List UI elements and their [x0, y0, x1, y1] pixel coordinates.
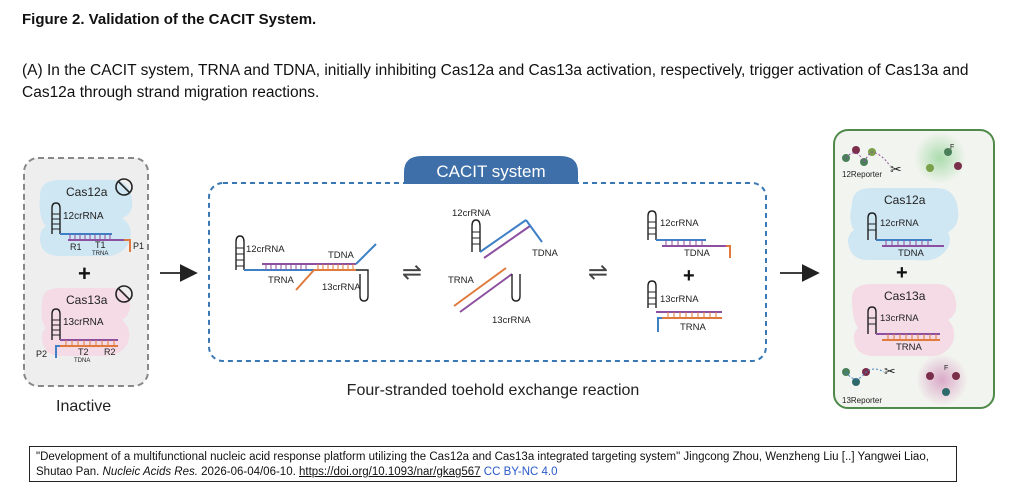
trna-b-label: TRNA: [448, 275, 475, 286]
t2-label: T2: [78, 347, 89, 357]
reporter13-label: 13Reporter: [842, 396, 882, 405]
equilibrium-icon: ⇌: [402, 259, 422, 286]
reporter13-group: ✂ F 13Reporter: [842, 354, 968, 406]
cacit-system-panel: CACIT system 12crRNA: [208, 156, 767, 399]
cas12a-active-complex: Cas12a 12crRNA TDNA: [848, 188, 959, 261]
four-strand-complex-a: 12crRNA TDNA TRNA 13crRNA: [235, 235, 377, 302]
p2-label: P2: [36, 349, 47, 359]
crrna12-a-label: 12crRNA: [246, 244, 285, 255]
tdna-b-label: TDNA: [532, 248, 559, 259]
inactive-panel: Cas12a 12crRNA R1 T1 TRNA P1 +: [23, 157, 149, 415]
crrna13-hairpin: [51, 308, 61, 340]
crrna13-a-label: 13crRNA: [322, 282, 361, 293]
tdna-a-label: TDNA: [328, 250, 355, 261]
blocked-icon: [115, 178, 133, 196]
trna-label: TRNA: [896, 342, 923, 353]
svg-text:F: F: [950, 144, 954, 151]
citation-journal: Nucleic Acids Res.: [102, 466, 198, 478]
trna-small-label: TRNA: [92, 251, 108, 257]
crrna12-hairpin: [51, 202, 61, 234]
citation-date: 2026-06-04/06-10.: [201, 466, 296, 478]
crrna12-b-label: 12crRNA: [452, 208, 491, 219]
r1-label: R1: [70, 242, 82, 252]
crrna13-label: 13crRNA: [63, 317, 104, 328]
cacit-banner: [404, 156, 578, 184]
crrna13-b-label: 13crRNA: [492, 315, 531, 326]
reaction-footer: Four-stranded toehold exchange reaction: [347, 382, 640, 399]
t1-label: T1: [95, 240, 106, 250]
trna-a-label: TRNA: [268, 275, 295, 286]
four-strand-complex-b: 12crRNA TDNA TRNA 13crRNA: [448, 208, 559, 326]
plus-sign: +: [78, 261, 91, 286]
crrna13-label: 13crRNA: [880, 313, 919, 324]
cas12a-label: Cas12a: [884, 193, 926, 207]
product-complexes: 12crRNA TDNA + 13crRNA TRNA: [647, 210, 731, 333]
citation-text: "Development of a multifunctional nuclei…: [36, 451, 929, 478]
figure-title: Figure 2. Validation of the CACIT System…: [22, 11, 317, 28]
citation-box: "Development of a multifunctional nuclei…: [29, 446, 957, 482]
blocked-icon: [115, 285, 133, 303]
plus-sign: +: [896, 262, 908, 284]
cas13a-inactive-complex: Cas13a 13crRNA P2 T2 TDNA R2: [36, 285, 133, 364]
cacit-banner-label: CACIT system: [436, 162, 545, 181]
cas12a-body: [39, 180, 133, 257]
scissors-icon: ✂: [884, 363, 896, 379]
cas13a-label: Cas13a: [884, 289, 926, 303]
cas12a-label: Cas12a: [66, 185, 108, 199]
cacit-diagram: Cas12a 12crRNA R1 T1 TRNA P1 +: [23, 129, 995, 415]
tdna-c-label: TDNA: [684, 248, 711, 259]
reporter12-group: ✂ F 12Reporter: [842, 132, 966, 184]
cas13a-label: Cas13a: [66, 293, 108, 307]
crrna13-c-label: 13crRNA: [660, 294, 699, 305]
reporter12-label: 12Reporter: [842, 170, 882, 179]
tdna-label: TDNA: [898, 248, 925, 259]
r2-label: R2: [104, 347, 116, 357]
inactive-label: Inactive: [56, 398, 111, 415]
blocked-icon-slash: [117, 180, 131, 194]
plus-sign: +: [683, 265, 695, 287]
figure-caption: (A) In the CACIT system, TRNA and TDNA, …: [22, 62, 969, 101]
crrna12-c-label: 12crRNA: [660, 218, 699, 229]
cas12a-inactive-complex: Cas12a 12crRNA R1 T1 TRNA P1: [39, 178, 144, 257]
crrna12-label: 12crRNA: [63, 211, 104, 222]
active-panel: ✂ F 12Reporter Cas12a 12crRNA TDNA +: [833, 129, 995, 409]
cas13a-active-complex: Cas13a 13crRNA TRNA: [852, 284, 957, 357]
equilibrium-icon: ⇌: [588, 259, 608, 286]
license-link[interactable]: CC BY-NC 4.0: [483, 466, 558, 478]
doi-link[interactable]: https://doi.org/10.1093/nar/gkag567: [299, 466, 481, 478]
trna-c-label: TRNA: [680, 322, 707, 333]
scissors-icon: ✂: [890, 161, 902, 177]
cas12a-body: [848, 188, 959, 261]
p1-label: P1: [133, 241, 144, 251]
tdna-small-label: TDNA: [74, 358, 90, 364]
svg-text:F: F: [944, 365, 948, 372]
crrna12-label: 12crRNA: [880, 218, 919, 229]
